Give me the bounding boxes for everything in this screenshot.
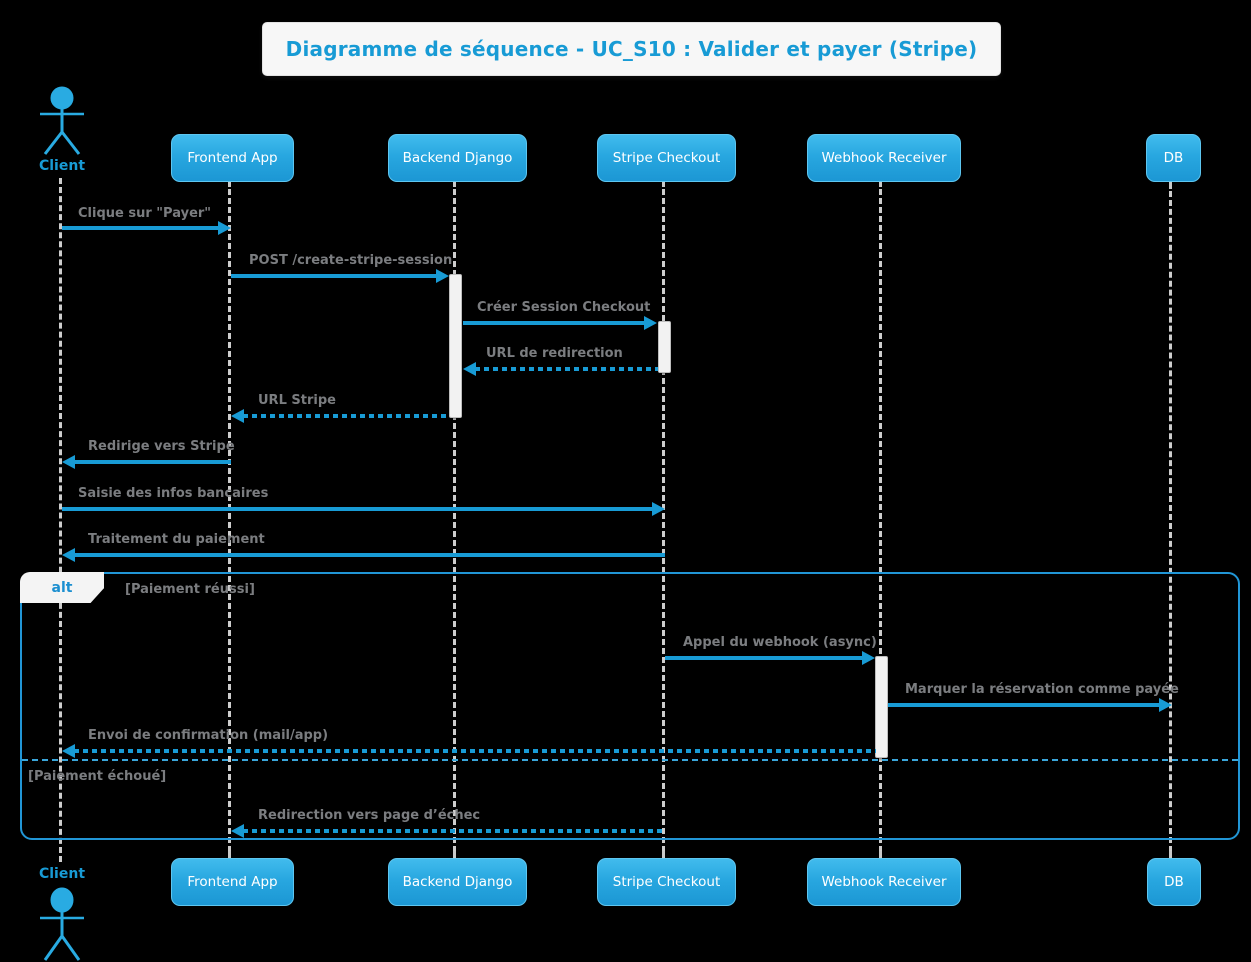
message-arrow-client-to-frontend bbox=[62, 221, 231, 235]
participant-webhook-bottom: Webhook Receiver bbox=[807, 858, 961, 906]
participant-label: Backend Django bbox=[402, 150, 513, 166]
lifeline-stub bbox=[879, 180, 882, 187]
lifeline-webhook bbox=[879, 180, 882, 852]
message-arrow-backend-to-frontend bbox=[231, 409, 449, 423]
lifeline-stub bbox=[453, 180, 456, 187]
lifeline-client bbox=[59, 178, 62, 862]
message-arrow-stripe-to-backend bbox=[463, 362, 658, 376]
message-arrow-backend-to-stripe bbox=[463, 316, 657, 330]
message-label: URL Stripe bbox=[258, 393, 336, 408]
message-label: Clique sur "Payer" bbox=[78, 206, 212, 221]
lifeline-stub bbox=[879, 851, 882, 858]
message-label: URL de redirection bbox=[486, 346, 623, 361]
message-label: Marquer la réservation comme payée bbox=[905, 682, 1179, 697]
participant-frontend-top: Frontend App bbox=[171, 134, 294, 182]
lifeline-frontend bbox=[228, 180, 231, 852]
message-arrow-stripe-to-client bbox=[62, 548, 665, 562]
participant-webhook-top: Webhook Receiver bbox=[807, 134, 961, 182]
alt-divider bbox=[22, 759, 1238, 761]
lifeline-backend bbox=[453, 180, 456, 852]
participant-frontend-bottom: Frontend App bbox=[171, 858, 294, 906]
message-arrow-frontend-to-backend bbox=[231, 269, 449, 283]
actor-label-top: Client bbox=[38, 158, 86, 174]
message-arrow-client-to-stripe bbox=[62, 502, 665, 516]
participant-backend-top: Backend Django bbox=[388, 134, 527, 182]
participant-stripe-bottom: Stripe Checkout bbox=[597, 858, 736, 906]
message-label: Envoi de confirmation (mail/app) bbox=[88, 728, 329, 743]
participant-backend-bottom: Backend Django bbox=[388, 858, 527, 906]
participant-label: DB bbox=[1164, 874, 1184, 890]
activation-backend bbox=[449, 274, 462, 418]
participant-label: Webhook Receiver bbox=[821, 150, 947, 166]
message-label: Redirection vers page d’échec bbox=[258, 808, 481, 823]
alt-frame bbox=[20, 572, 1240, 840]
participant-label: Stripe Checkout bbox=[612, 874, 721, 890]
lifeline-stub bbox=[453, 851, 456, 858]
lifeline-stub bbox=[662, 851, 665, 858]
message-arrow-frontend-to-client bbox=[62, 455, 231, 469]
participant-label: Frontend App bbox=[187, 874, 278, 890]
message-arrow-stripe-to-webhook bbox=[665, 651, 875, 665]
guard-success: [Paiement réussi] bbox=[125, 582, 255, 597]
message-label: Appel du webhook (async) bbox=[683, 635, 877, 650]
actor-label-bottom: Client bbox=[38, 866, 86, 882]
message-label: Redirige vers Stripe bbox=[88, 439, 235, 454]
lifeline-stub bbox=[1169, 851, 1172, 858]
message-label: Saisie des infos bancaires bbox=[78, 486, 269, 501]
guard-failure: [Paiement échoué] bbox=[28, 769, 167, 784]
lifeline-stub bbox=[1169, 182, 1172, 189]
lifeline-stub bbox=[662, 180, 665, 187]
activation-stripe bbox=[658, 321, 671, 373]
participant-label: Backend Django bbox=[402, 874, 513, 890]
message-arrow-webhook-to-db bbox=[888, 698, 1172, 712]
participant-label: Frontend App bbox=[187, 150, 278, 166]
message-label: Traitement du paiement bbox=[88, 532, 265, 547]
lifeline-db bbox=[1169, 182, 1172, 852]
activation-webhook bbox=[875, 656, 888, 758]
message-label: POST /create-stripe-session bbox=[249, 253, 453, 268]
alt-operator-label: alt bbox=[20, 572, 104, 603]
message-label: Créer Session Checkout bbox=[477, 300, 651, 315]
actor-icon-bottom bbox=[40, 887, 84, 961]
participant-stripe-top: Stripe Checkout bbox=[597, 134, 736, 182]
participant-db-bottom: DB bbox=[1147, 858, 1201, 906]
participant-db-top: DB bbox=[1146, 134, 1201, 182]
actor-icon-top bbox=[40, 86, 84, 155]
diagram-title-box: Diagramme de séquence - UC_S10 : Valider… bbox=[262, 22, 1001, 76]
lifeline-stripe bbox=[662, 180, 665, 852]
lifeline-stub bbox=[228, 851, 231, 858]
message-arrow-webhook-to-client bbox=[62, 744, 876, 758]
alt-operator-text: alt bbox=[51, 579, 73, 596]
message-arrow-stripe-to-frontend bbox=[231, 824, 665, 838]
diagram-title: Diagramme de séquence - UC_S10 : Valider… bbox=[285, 37, 978, 61]
participant-label: Stripe Checkout bbox=[612, 150, 721, 166]
lifeline-stub bbox=[228, 180, 231, 187]
participant-label: DB bbox=[1163, 150, 1184, 166]
participant-label: Webhook Receiver bbox=[821, 874, 947, 890]
